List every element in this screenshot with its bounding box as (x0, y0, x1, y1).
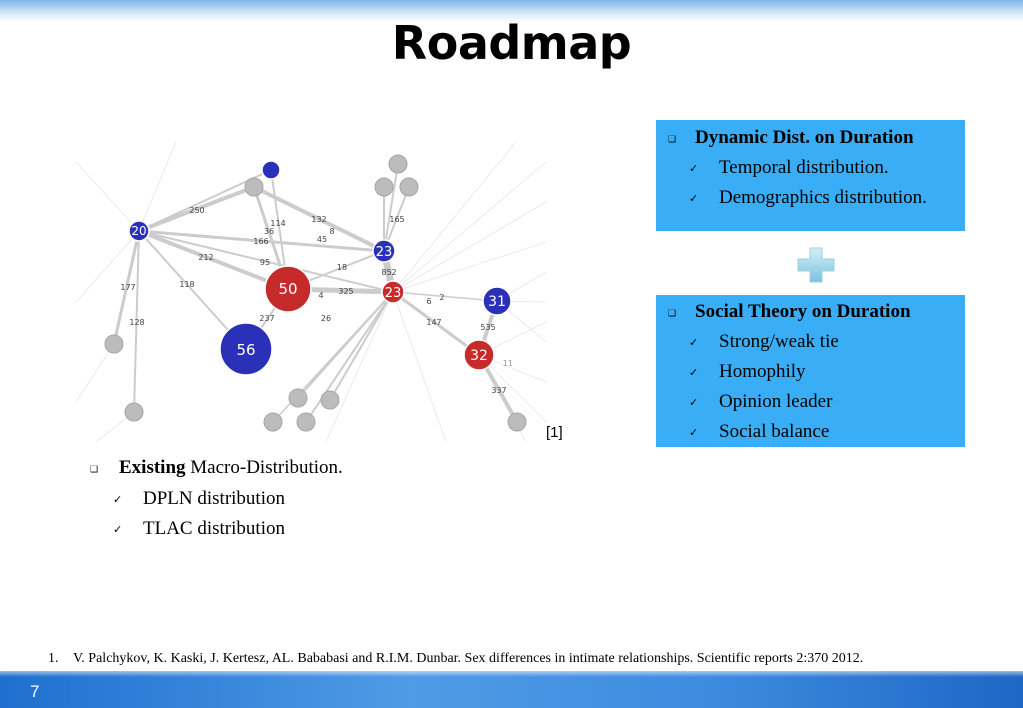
edge-label: 250 (189, 206, 204, 215)
existing-item: TLAC distribution (143, 518, 285, 539)
graph-node-20 (128, 220, 150, 242)
edge-label: 212 (198, 253, 213, 262)
checkmark-icon: ✓ (689, 427, 699, 439)
node-labels: 20 50 56 23 23 31 32 (131, 224, 506, 364)
node-label: 20 (131, 224, 146, 238)
square-bullet-icon: ❑ (668, 308, 677, 318)
edge-label: 535 (480, 323, 495, 332)
edge-label: 325 (338, 287, 353, 296)
edge-label: 6 (426, 297, 431, 306)
node-label: 56 (236, 341, 255, 359)
graph-node-56 (219, 322, 273, 376)
edge-label: 95 (260, 258, 270, 267)
edges (112, 163, 519, 424)
graph-node-23-red (381, 280, 405, 304)
checkmark-icon: ✓ (689, 193, 699, 205)
graph-node-32 (463, 339, 495, 371)
dynamic-distribution-box: ❑ Dynamic Dist. on Duration ✓ Temporal d… (656, 120, 965, 231)
social-heading: Social Theory on Duration (695, 301, 911, 322)
edge-label: 166 (253, 237, 268, 246)
existing-item: DPLN distribution (143, 488, 285, 509)
edge-label: 114 (270, 219, 285, 228)
graph-node-50 (264, 265, 312, 313)
edge-labels: 250 114 36 166 132 8 45 165 212 95 18 85… (120, 206, 513, 395)
dynamic-item: Demographics distribution. (719, 187, 927, 208)
node-label: 31 (488, 294, 506, 310)
social-item: Opinion leader (719, 391, 833, 412)
graph-node-blue-small (261, 160, 281, 180)
node-label: 32 (470, 348, 488, 364)
social-theory-box: ❑ Social Theory on Duration ✓ Strong/wea… (656, 295, 965, 447)
graph-node-gray (296, 412, 316, 432)
faint-background-edges (76, 142, 546, 442)
graph-node-gray (507, 412, 527, 432)
checkmark-icon: ✓ (689, 397, 699, 409)
graph-node-23-blue (372, 239, 396, 263)
graph-node-gray (399, 177, 419, 197)
edge-label: 118 (179, 280, 194, 289)
edge-label: 18 (337, 263, 347, 272)
plus-icon (797, 247, 835, 283)
checkmark-icon: ✓ (689, 337, 699, 349)
footnote-text: V. Palchykov, K. Kaski, J. Kertesz, AL. … (73, 651, 864, 666)
node-label: 23 (376, 245, 393, 260)
square-bullet-icon: ❑ (90, 464, 99, 474)
edge-label: 177 (120, 283, 135, 292)
graph-node-gray (104, 334, 124, 354)
edge-label: 26 (321, 314, 331, 323)
social-item: Homophily (719, 361, 806, 382)
dynamic-item: Temporal distribution. (719, 157, 889, 178)
existing-heading: Existing Macro-Distribution. (119, 457, 343, 479)
edge-label: 237 (259, 314, 274, 323)
checkmark-icon: ✓ (113, 524, 123, 536)
edge-label: 147 (426, 318, 441, 327)
citation-marker: [1] (546, 424, 563, 441)
edge-label: 128 (129, 318, 144, 327)
square-bullet-icon: ❑ (668, 134, 677, 144)
existing-bold: Existing (119, 457, 186, 478)
node-label: 50 (278, 280, 297, 298)
edge-label: 337 (491, 386, 506, 395)
graph-node-gray (374, 177, 394, 197)
network-diagram: 250 114 36 166 132 8 45 165 212 95 18 85… (76, 142, 546, 442)
edge-label: 45 (317, 235, 327, 244)
gray-nodes (104, 154, 527, 432)
edge-label: 4 (318, 291, 323, 300)
footnote-number: 1. (48, 651, 59, 666)
bottom-gradient-band (0, 671, 1023, 708)
edge-label: 132 (311, 215, 326, 224)
edge-label: 852 (381, 268, 396, 277)
graph-node-31 (482, 286, 512, 316)
graph-node-gray (388, 154, 408, 174)
top-gradient-band (0, 0, 1023, 22)
edge-label: 36 (264, 227, 274, 236)
graph-node-gray (320, 390, 340, 410)
graph-node-gray (244, 177, 264, 197)
edge-label: 2 (439, 293, 444, 302)
existing-rest: Macro-Distribution. (185, 457, 343, 478)
colored-nodes (128, 160, 512, 376)
page-number: 7 (30, 682, 40, 701)
social-item: Strong/weak tie (719, 331, 839, 352)
checkmark-icon: ✓ (689, 163, 699, 175)
graph-node-gray (124, 402, 144, 422)
dynamic-heading: Dynamic Dist. on Duration (695, 127, 914, 148)
edge-label: 8 (329, 227, 334, 236)
edge-label: 11 (503, 359, 513, 368)
edge-label: 165 (389, 215, 404, 224)
graph-node-gray (288, 388, 308, 408)
social-item: Social balance (719, 421, 830, 442)
checkmark-icon: ✓ (689, 367, 699, 379)
checkmark-icon: ✓ (113, 494, 123, 506)
slide-title: Roadmap (391, 16, 632, 70)
node-label: 23 (385, 286, 402, 301)
graph-node-gray (263, 412, 283, 432)
